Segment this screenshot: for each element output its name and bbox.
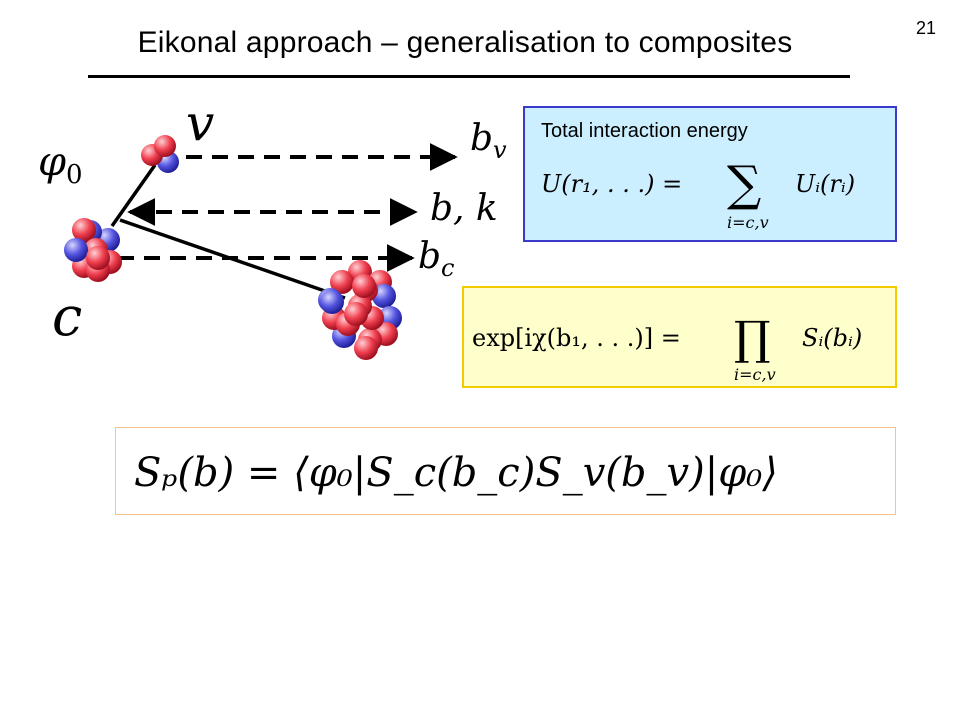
sum-symbol: ∑ <box>727 156 761 212</box>
phase-rhs: Sᵢ(bᵢ) <box>802 324 862 352</box>
bv-label: bv <box>470 118 507 164</box>
energy-lhs: U(r₁, . . .) = <box>541 170 682 198</box>
phi0-label: φ0 <box>38 139 83 190</box>
target-nucleus <box>318 260 402 360</box>
core-valence-line <box>110 163 157 228</box>
product-index: i=c,v <box>734 365 776 384</box>
interaction-energy-box: Total interaction energy U(r₁, . . .) = … <box>523 106 897 242</box>
valence-cluster <box>141 135 179 173</box>
b-k-label: b, k <box>430 188 498 229</box>
core-cluster <box>64 218 122 282</box>
projectile-target-line <box>119 218 346 300</box>
title-underline <box>88 75 850 78</box>
sum-index: i=c,v <box>727 213 769 232</box>
bc-label: bc <box>418 236 455 282</box>
energy-box-label: Total interaction energy <box>541 120 748 142</box>
eikonal-phase-box: exp[iχ(b₁, . . .)] = ∏ i=c,v Sᵢ(bᵢ) <box>462 286 897 388</box>
v-label: v <box>186 94 214 152</box>
sp-formula: Sₚ(b) = ⟨φ₀|S_c(b_c)S_v(b_v)|φ₀⟩ <box>134 450 778 496</box>
phase-lhs: exp[iχ(b₁, . . .)] = <box>472 324 681 352</box>
energy-rhs: Uᵢ(rᵢ) <box>795 170 855 198</box>
product-symbol: ∏ <box>734 311 771 365</box>
s-matrix-formula-box: Sₚ(b) = ⟨φ₀|S_c(b_c)S_v(b_v)|φ₀⟩ <box>115 427 896 515</box>
c-label: c <box>52 285 82 348</box>
slide-title: Eikonal approach – generalisation to com… <box>137 26 793 59</box>
page-number: 21 <box>916 18 937 38</box>
